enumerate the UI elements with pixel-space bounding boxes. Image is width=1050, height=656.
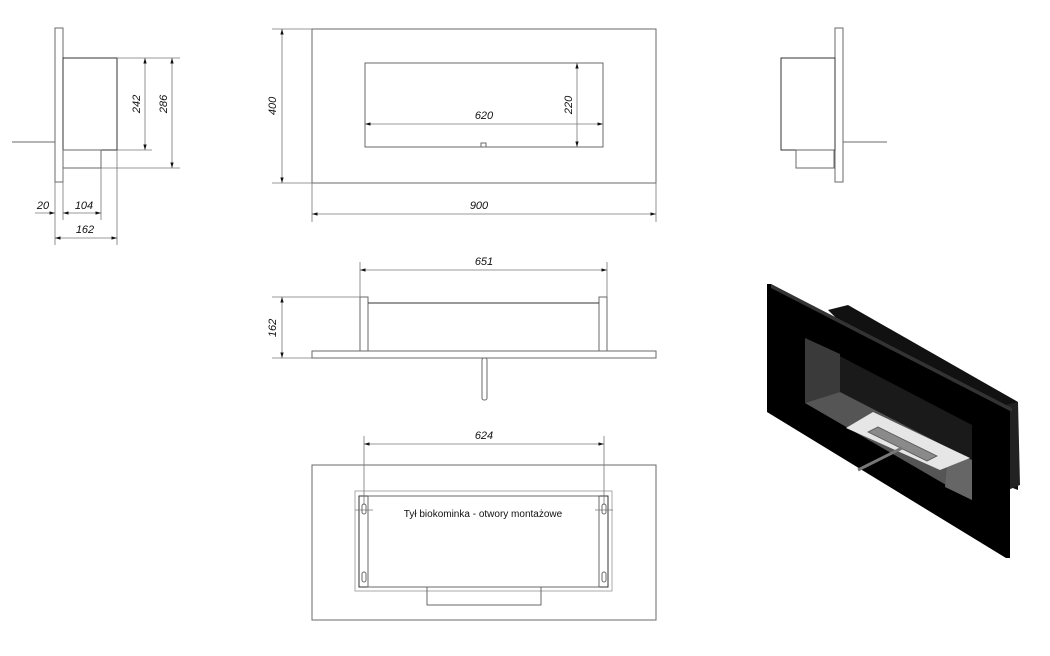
- dim-104-label: 104: [75, 200, 93, 212]
- dim-162-top-label: 162: [267, 319, 279, 337]
- back-view-caption: Tył biokominka - otwory montażowe: [404, 509, 563, 520]
- dim-162-label: 162: [76, 224, 94, 236]
- dim-20-label: 20: [36, 200, 50, 212]
- dim-242-label: 242: [131, 95, 143, 114]
- front-view: 620 220 400 900: [267, 28, 657, 222]
- dim-286-label: 286: [158, 94, 170, 114]
- left-side-view: 242 286 20 104 162: [12, 27, 180, 245]
- back-view: 624 Tył biokominka - otwory montażowe: [311, 430, 657, 621]
- dim-900-label: 900: [470, 200, 489, 212]
- burner: [867, 426, 938, 462]
- dim-620-label: 620: [475, 110, 494, 122]
- burner-plate: [846, 412, 970, 470]
- dim-400-label: 400: [267, 96, 279, 115]
- right-side-view: [780, 27, 887, 183]
- isometric-render: [767, 284, 1020, 558]
- dim-624-label: 624: [475, 430, 493, 442]
- keyhole-icon: [361, 503, 607, 583]
- extinguisher-handle: [857, 446, 903, 472]
- dim-220-label: 220: [563, 95, 575, 115]
- top-view: 651 162: [267, 256, 657, 401]
- dim-651-label: 651: [475, 256, 493, 268]
